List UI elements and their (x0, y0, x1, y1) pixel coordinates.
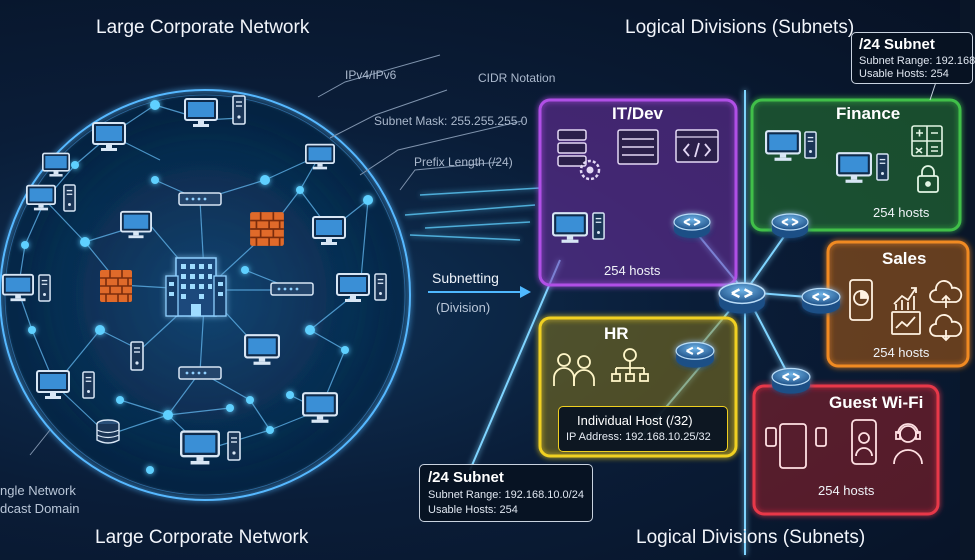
annotation-subnet-mask: Subnet Mask: 255.255.255.0 (374, 114, 528, 128)
subnetting-arrow (428, 286, 531, 298)
router-icon (801, 287, 841, 315)
broadcast-domain-label: dcast Domain (0, 501, 80, 516)
cloud-icon (929, 280, 963, 308)
chart-icon (893, 287, 917, 310)
globe-devices (2, 95, 387, 466)
gear-icon (579, 159, 601, 181)
callout-top-subnet: /24 Subnet Subnet Range: 192.168 Usable … (851, 32, 975, 84)
switch-icon (178, 192, 222, 206)
server-icon (592, 212, 605, 240)
sales-icons (849, 279, 963, 342)
subnet-itdev-hosts: 254 hosts (604, 263, 661, 278)
server-icon (82, 371, 95, 399)
calculator-icon (911, 125, 943, 157)
firewall-icon (99, 269, 133, 303)
person-icon (893, 423, 923, 465)
router-icon (717, 281, 767, 315)
switch-icon (178, 366, 222, 380)
callout-bottom-subnet: /24 Subnet Subnet Range: 192.168.10.0/24… (419, 464, 593, 522)
server-icon (130, 341, 144, 371)
annotation-prefix-length: Prefix Length (/24) (414, 155, 513, 169)
callout-bottom-usable: Usable Hosts: 254 (428, 504, 518, 516)
heading-top-right: Logical Divisions (Subnets) (625, 17, 855, 38)
callout-top-range: Subnet Range: 192.168 (859, 55, 975, 67)
cloud-icon (929, 314, 963, 342)
server-icon (232, 95, 246, 125)
chart-icon (891, 311, 921, 335)
firewall-icon (249, 211, 285, 247)
subnet-hr-name: HR (604, 324, 629, 343)
callout-host-title: Individual Host (/32) (577, 413, 693, 428)
code-icon (675, 129, 719, 163)
heading-top-left: Large Corporate Network (96, 17, 310, 38)
server-icon (557, 129, 587, 167)
router-icon (771, 367, 811, 395)
server-icon (63, 184, 76, 212)
light-streaks (404, 187, 541, 241)
subnet-finance-hosts: 254 hosts (873, 205, 930, 220)
phone-icon (765, 427, 777, 447)
phone-icon (849, 279, 873, 321)
org-chart-icon (611, 348, 649, 382)
callout-bottom-title: /24 Subnet (428, 469, 504, 486)
subnet-itdev-box (538, 98, 738, 287)
building-icon (165, 257, 227, 317)
callout-bottom-range: Subnet Range: 192.168.10.0/24 (428, 489, 584, 501)
server-icon (227, 431, 241, 461)
finance-icons (765, 125, 943, 193)
heading-bottom-left: Large Corporate Network (95, 527, 309, 548)
switch-icon (270, 282, 314, 296)
annotation-leaders (29, 54, 523, 456)
server-icon (374, 273, 387, 301)
subnet-itdev-name: IT/Dev (612, 104, 664, 123)
hr-icons (553, 348, 649, 386)
itdev-icons (552, 129, 719, 244)
server-icon (38, 274, 51, 302)
callout-individual-host: Individual Host (/32) IP Address: 192.16… (558, 406, 728, 452)
phone-icon (851, 419, 877, 465)
heading-bottom-right: Logical Divisions (Subnets) (636, 527, 866, 548)
server-icon (876, 153, 889, 181)
subnet-guest-name: Guest Wi-Fi (829, 393, 924, 412)
callout-top-usable: Usable Hosts: 254 (859, 68, 949, 80)
subnetting-label: Subnetting (432, 270, 499, 286)
lock-icon (917, 165, 939, 193)
router-icon (673, 213, 711, 239)
subnet-finance-name: Finance (836, 104, 901, 123)
single-network-label: ngle Network (0, 483, 76, 498)
callout-leaders (929, 81, 937, 101)
subnet-guest-hosts: 254 hosts (818, 483, 875, 498)
person-icon (553, 353, 595, 386)
phone-icon (779, 423, 807, 469)
division-label: (Division) (436, 300, 491, 315)
guest-icons (765, 419, 923, 469)
callout-top-title: /24 Subnet (859, 36, 935, 53)
callout-host-ip: IP Address: 192.168.10.25/32 (566, 431, 711, 443)
annotation-ipv: IPv4/IPv6 (345, 68, 397, 82)
phone-icon (815, 427, 827, 447)
subnet-sales-hosts: 254 hosts (873, 345, 930, 360)
server-icon (804, 131, 817, 159)
router-icon (675, 341, 715, 369)
annotation-cidr: CIDR Notation (478, 71, 556, 85)
server-icon (617, 129, 659, 165)
subnet-guest-box (752, 384, 940, 516)
router-icon (771, 213, 809, 239)
database-icon (96, 419, 120, 444)
subnet-sales-name: Sales (882, 249, 927, 268)
